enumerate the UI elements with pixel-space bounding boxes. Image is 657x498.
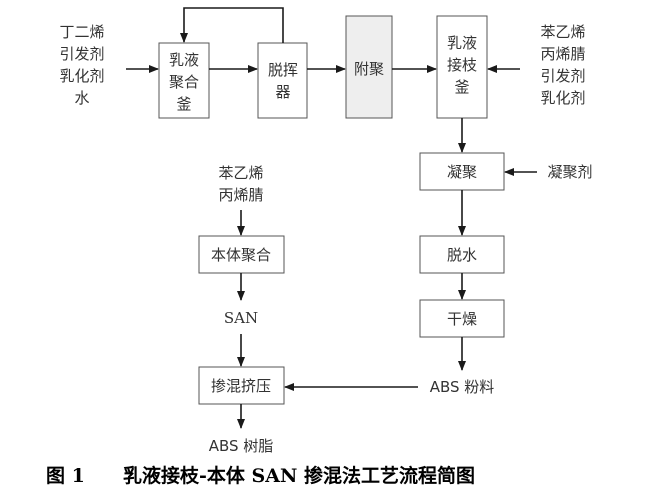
- bulk-polymerization-label: 本体聚合: [211, 246, 271, 264]
- agglomeration-label: 附聚: [354, 60, 384, 78]
- blend-extrusion-label: 掺混挤压: [211, 377, 271, 395]
- dewatering-label: 脱水: [447, 246, 477, 264]
- drying-box: [419, 299, 505, 338]
- reactor-label-line3: 釜: [176, 95, 191, 113]
- drying-label: 干燥: [447, 310, 477, 328]
- reactor-label-line2: 聚合: [169, 73, 199, 91]
- input-emulsifier: 乳化剂: [59, 67, 104, 85]
- input-styrene: 苯乙烯: [540, 23, 585, 41]
- abs-resin-label: ABS 树脂: [209, 437, 274, 455]
- input-emulsifier-right: 乳化剂: [540, 89, 585, 107]
- devolatilizer-box: [257, 42, 308, 119]
- mid-input-acrylonitrile: 丙烯腈: [218, 186, 263, 204]
- dewatering-box: [419, 235, 505, 274]
- graft-label-line2: 接枝: [447, 56, 477, 74]
- abs-powder-label: ABS 粉料: [430, 378, 495, 396]
- figure-number: 图 1: [46, 465, 85, 487]
- coagulation-label: 凝聚: [447, 163, 477, 181]
- devolatilizer-label-line2: 器: [275, 83, 290, 101]
- reactor-label-line1: 乳液: [169, 51, 199, 69]
- graft-label-line3: 釜: [454, 78, 469, 96]
- coagulation-box: [419, 152, 505, 191]
- left-inputs-label: 丁二烯 引发剂 乳化剂 水: [59, 23, 104, 107]
- input-water: 水: [74, 89, 89, 107]
- emulsion-polymerization-reactor-box: [158, 42, 210, 119]
- input-initiator: 引发剂: [59, 45, 104, 63]
- emulsion-graft-reactor-box: [436, 15, 488, 119]
- input-acrylonitrile: 丙烯腈: [540, 45, 585, 63]
- coagulant-label: 凝聚剂: [547, 163, 592, 181]
- input-initiator-right: 引发剂: [540, 67, 585, 85]
- bulk-polymerization-box: [198, 235, 285, 274]
- devolatilizer-label-line1: 脱挥: [268, 61, 298, 79]
- san-label: SAN: [224, 309, 258, 327]
- graft-label-line1: 乳液: [447, 34, 477, 52]
- input-butadiene: 丁二烯: [59, 23, 104, 41]
- mid-input-styrene: 苯乙烯: [218, 164, 263, 182]
- right-inputs-label: 苯乙烯 丙烯腈 引发剂 乳化剂: [540, 23, 585, 107]
- arrow-recycle-loop: [180, 7, 284, 43]
- agglomeration-box: [345, 15, 393, 119]
- figure-caption: 乳液接枝-本体 SAN 掺混法工艺流程简图: [123, 464, 475, 487]
